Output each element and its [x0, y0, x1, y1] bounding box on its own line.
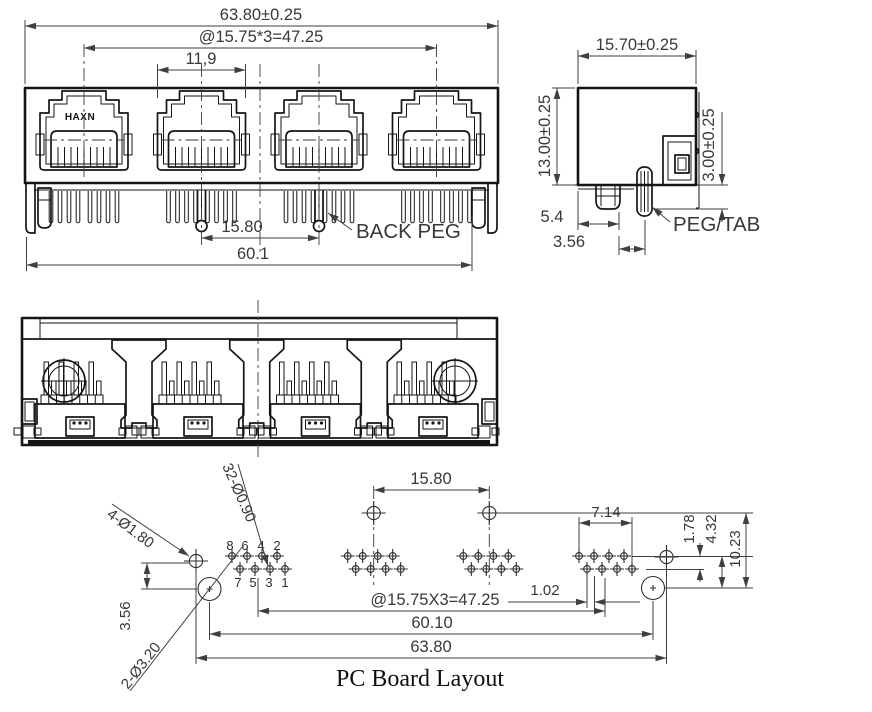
- dim-peg-offset: 5.4: [541, 208, 564, 226]
- pcb-layout: 8 6 4 2 7 5 3 1 15.80 7.14 1.78 4.32 10.…: [104, 461, 753, 692]
- svg-text:1: 1: [281, 575, 288, 590]
- side-tab: [636, 166, 653, 217]
- dim-peg-spacing: 15.80: [410, 470, 451, 488]
- front-dimensions: 63.80±0.25 @15.75*3=47.25 11,9 15.80 BAC…: [24, 6, 499, 271]
- dim-group-width: 7.14: [591, 504, 620, 521]
- svg-text:3: 3: [265, 575, 272, 590]
- side-view: 15.70±0.25 13.00±0.25 3.00±0.25 5.4 3.56…: [536, 36, 760, 255]
- dim-depth: 15.70±0.25: [596, 36, 678, 54]
- dim-tab-height: 3.00±0.25: [700, 108, 718, 181]
- dim-mount-span: 60.10: [411, 614, 452, 632]
- pin-numbers: 8 6 4 2 7 5 3 1: [226, 538, 288, 590]
- dim-row-gap: 1.78: [681, 514, 698, 543]
- front-view: HAXN 63.80±0.25 @15.75*3=47.25 11,9 15.8…: [23, 6, 500, 271]
- peg-tab-label: PEG/TAB: [673, 213, 760, 236]
- dim-height: 13.00±0.25: [536, 95, 554, 177]
- pcb-dimensions: 15.80 7.14 1.78 4.32 10.23 1.02 @15.75X3…: [104, 461, 750, 692]
- back-peg-label: BACK PEG: [356, 220, 461, 243]
- dim-hole-span: 10.23: [727, 530, 744, 568]
- dim-hole-offset: 3.56: [117, 601, 134, 630]
- mount-hole-right: [640, 575, 666, 601]
- pin-cluster-4: [572, 549, 639, 576]
- page-title: PC Board Layout: [336, 666, 504, 692]
- dim-pitch: @15.75X3=47.25: [370, 591, 499, 609]
- callout-pin-holes: 32-Ø0.90: [218, 461, 259, 525]
- svg-text:5: 5: [249, 575, 256, 590]
- dim-port-pitch: @15.75*3=47.25: [199, 28, 324, 46]
- svg-text:8: 8: [226, 538, 233, 553]
- dim-tab-offset: 3.56: [553, 233, 585, 251]
- dim-row-to-hole: 4.32: [703, 514, 720, 543]
- svg-text:7: 7: [234, 575, 241, 590]
- pin-cluster-1: [225, 549, 292, 576]
- side-flange: [662, 92, 700, 209]
- dim-peg-spacing: 15.80: [221, 218, 262, 236]
- callout-mount-holes: 2-Ø3.20: [118, 639, 165, 692]
- side-dimensions: 15.70±0.25 13.00±0.25 3.00±0.25 5.4 3.56…: [536, 36, 760, 255]
- dim-shield-width: 60.1: [237, 245, 269, 263]
- dim-overall-width: 63.80±0.25: [220, 6, 302, 24]
- pin-cluster-3: [456, 549, 523, 576]
- svg-text:2: 2: [273, 538, 280, 553]
- dim-stagger: 1.02: [530, 582, 559, 599]
- bottom-view: [13, 300, 500, 460]
- svg-text:4: 4: [257, 538, 264, 553]
- side-peg: [595, 184, 621, 210]
- dim-port-opening: 11,9: [186, 50, 217, 68]
- pin-cluster-2: [341, 549, 408, 576]
- svg-text:6: 6: [241, 538, 248, 553]
- brand-mark: HAXN: [65, 112, 95, 123]
- shield-clip-left: [25, 182, 52, 234]
- dim-overall: 63.80: [410, 638, 451, 656]
